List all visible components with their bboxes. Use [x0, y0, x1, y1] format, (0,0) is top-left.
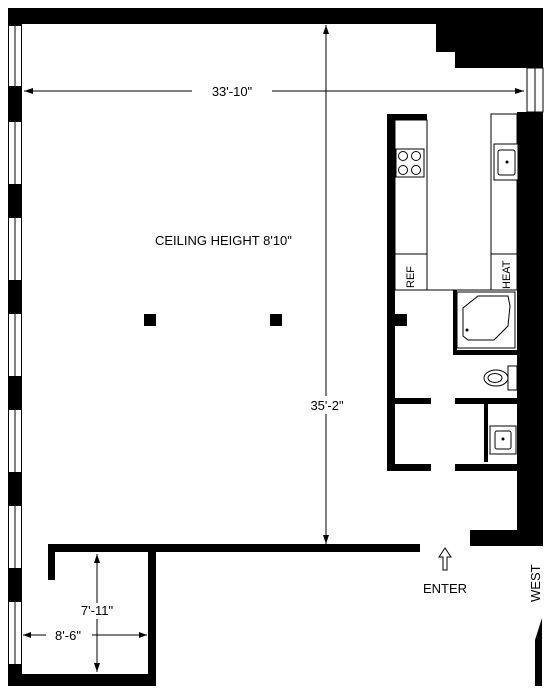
length-dimension: 35'-2": [310, 398, 344, 413]
right-window: [526, 67, 544, 113]
left-windows: [9, 26, 21, 664]
toilet-icon: [483, 365, 518, 391]
entrance-arrow-icon: [438, 547, 452, 571]
dimension-lines: [23, 25, 524, 672]
orientation-label: WEST: [528, 564, 543, 602]
entrance-label: ENTER: [423, 581, 467, 596]
alcove-depth-dimension: 7'-11": [81, 603, 114, 618]
width-dimension: 33'-10": [212, 84, 253, 99]
column-right: [270, 314, 282, 326]
column-left: [144, 314, 156, 326]
bathroom-sink-icon: [489, 425, 517, 455]
kitchen-sink-icon: [493, 143, 519, 181]
bathtub-icon: [456, 291, 516, 349]
refrigerator-label: REF: [405, 266, 417, 288]
compass-arrow-icon: [535, 618, 542, 686]
kitchen-core: [387, 113, 518, 471]
ceiling-height-label: CEILING HEIGHT 8'10": [155, 233, 292, 248]
heater-label: HEAT: [501, 260, 513, 289]
alcove-width-dimension: 8'-6": [55, 628, 81, 643]
stove-icon: [395, 148, 425, 178]
